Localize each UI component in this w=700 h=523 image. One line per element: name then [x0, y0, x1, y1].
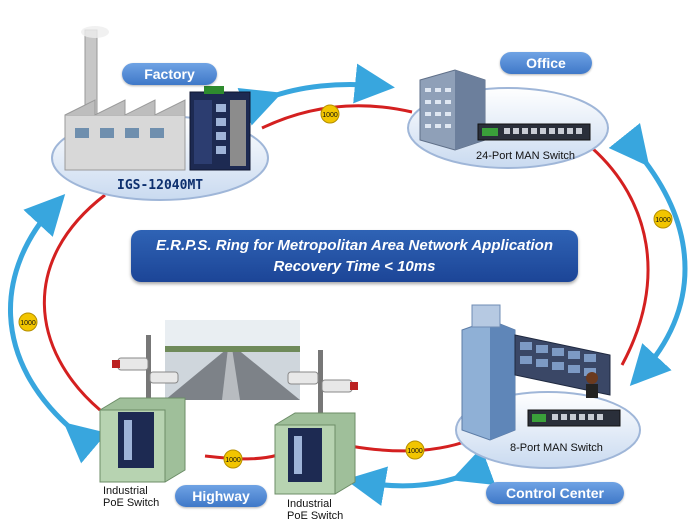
- office-switch-caption: 24-Port MAN Switch: [476, 150, 576, 162]
- highway-switch-2-line2: PoE Switch: [287, 510, 344, 522]
- highway-cabinet-1-icon: [99, 397, 186, 483]
- office-building-icon: [419, 69, 486, 151]
- highway-switch-1-line1: Industrial: [103, 485, 148, 497]
- office-switch-icon: [477, 123, 591, 141]
- control-switch-caption: 8-Port MAN Switch: [510, 442, 603, 454]
- ring-link-highway: [204, 453, 279, 461]
- arrow-factory-office: [237, 63, 395, 126]
- badge-control-highway: 1000: [405, 440, 425, 460]
- badge-office-control: 1000: [653, 209, 673, 229]
- badge-control-highway-label: 1000: [407, 448, 423, 455]
- camera-pole-2-icon: [287, 350, 358, 425]
- office-label: Office: [500, 52, 592, 74]
- arrow-control-highway: [345, 447, 496, 506]
- factory-model-caption: IGS-12040MT: [117, 178, 204, 193]
- badge-highway-factory: 1000: [18, 312, 38, 332]
- arrow-highway-factory: [8, 193, 108, 464]
- highway-switch-1-line2: PoE Switch: [103, 497, 160, 509]
- control-switch-icon: [527, 409, 621, 427]
- title-line-2: Recovery Time < 10ms: [273, 258, 436, 275]
- highway-photo: [165, 320, 300, 400]
- ring-link-office-control: [590, 146, 650, 366]
- factory-building-icon: [64, 26, 186, 171]
- industrial-switch-icon: [189, 86, 251, 171]
- highway-switch-2-line1: Industrial: [287, 498, 332, 510]
- badge-factory-office: 1000: [320, 104, 340, 124]
- redundancy-arrows: [8, 63, 688, 506]
- arrow-office-control: [608, 122, 688, 387]
- highway-switch-2-caption: Industrial PoE Switch: [287, 498, 343, 522]
- badge-highway-factory-label: 1000: [20, 320, 36, 327]
- badge-office-control-label: 1000: [655, 217, 671, 224]
- badge-factory-office-label: 1000: [322, 112, 338, 119]
- badge-highway-label: 1000: [225, 457, 241, 464]
- title-line-1: E.R.P.S. Ring for Metropolitan Area Netw…: [156, 237, 553, 254]
- ring-link-highway-factory: [42, 193, 106, 412]
- control-tower-icon: [461, 304, 516, 441]
- control-center-label: Control Center: [486, 482, 624, 504]
- highway-switch-1-caption: Industrial PoE Switch: [103, 485, 159, 509]
- badge-highway: 1000: [223, 449, 243, 469]
- camera-pole-1-icon: [112, 335, 179, 425]
- factory-label: Factory: [122, 63, 217, 85]
- highway-label: Highway: [175, 485, 267, 507]
- video-wall-icon: [514, 334, 611, 398]
- highway-cabinet-2-icon: [274, 412, 356, 495]
- diagram-title: E.R.P.S. Ring for Metropolitan Area Netw…: [131, 230, 578, 282]
